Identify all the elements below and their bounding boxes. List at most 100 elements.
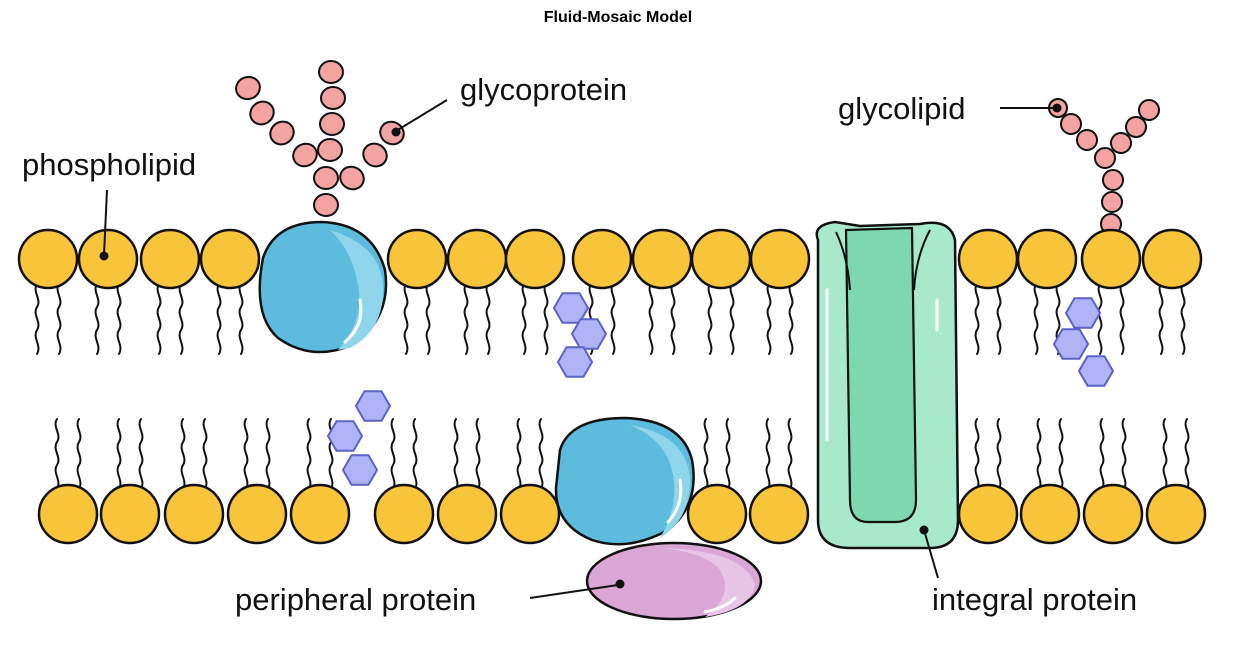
sugar-bead <box>318 60 344 84</box>
sugar-bead <box>1110 132 1132 154</box>
phospholipid-head-inner <box>37 483 99 545</box>
fatty-acid-tail <box>1036 418 1042 490</box>
sugar-bead <box>249 100 275 126</box>
fatty-acid-tail <box>1162 418 1168 490</box>
fatty-acid-tail <box>1184 418 1190 490</box>
phospholipid-head-inner <box>686 483 748 545</box>
phospholipid-head-inner <box>436 483 498 545</box>
fatty-acid-tail <box>403 283 409 355</box>
sugar-bead <box>313 193 339 217</box>
fatty-acid-tail <box>1097 283 1103 355</box>
fatty-acid-tail <box>238 283 244 355</box>
fatty-acid-tail <box>202 418 208 490</box>
fatty-acid-tail <box>996 283 1002 355</box>
sugar-bead <box>1094 147 1116 169</box>
phospholipid-head-outer <box>386 228 448 290</box>
phospholipid-head-outer <box>631 228 693 290</box>
fatty-acid-tail <box>996 418 1002 490</box>
fatty-acid-tail <box>788 283 794 355</box>
glycoprotein-carbohydrate-chain <box>235 60 405 217</box>
sugar-bead <box>339 165 365 191</box>
sugar-bead <box>269 120 295 146</box>
phospholipid-head-outer <box>504 228 566 290</box>
fatty-acid-tail <box>1099 418 1105 490</box>
phospholipid-head-inner <box>289 483 351 545</box>
fatty-acid-tail <box>974 283 980 355</box>
sugar-bead <box>1101 191 1123 213</box>
fatty-acid-tail <box>538 418 544 490</box>
phospholipid-head-inner <box>1082 483 1144 545</box>
label-phospholipid: phospholipid <box>22 147 196 182</box>
phospholipid-head-inner <box>226 483 288 545</box>
phospholipid-head-inner <box>163 483 225 545</box>
fatty-acid-tail <box>543 283 549 355</box>
cholesterol-upper-right <box>1053 297 1114 387</box>
peripheral-protein <box>585 541 763 621</box>
label-glycoprotein: glycoprotein <box>460 72 627 107</box>
phospholipid-head-inner <box>1019 483 1081 545</box>
phospholipid-head-outer <box>199 228 261 290</box>
fatty-acid-tail <box>1121 418 1127 490</box>
label-glycolipid: glycolipid <box>838 91 966 126</box>
fatty-acid-tail <box>1180 283 1186 355</box>
phospholipid-head-outer <box>77 228 139 290</box>
sugar-bead <box>1102 169 1124 191</box>
phospholipid-head-inner <box>499 483 561 545</box>
cholesterol-upper-middle <box>553 292 607 378</box>
sugar-bead <box>317 138 343 162</box>
fatty-acid-tail <box>116 418 122 490</box>
sugar-bead <box>292 142 318 168</box>
fatty-acid-tail <box>425 283 431 355</box>
fatty-acid-tail <box>453 418 459 490</box>
sugar-bead <box>1138 99 1160 121</box>
fatty-acid-tail <box>725 418 731 490</box>
fatty-acid-tail <box>485 283 491 355</box>
fatty-acid-tail <box>34 283 40 355</box>
phospholipid-head-outer <box>1080 228 1142 290</box>
fatty-acid-tail <box>56 283 62 355</box>
fatty-acid-tail <box>610 283 616 355</box>
fatty-acid-tail <box>1158 283 1164 355</box>
phospholipid-head-inner <box>373 483 435 545</box>
sugar-bead <box>1076 129 1098 151</box>
fatty-acid-tail <box>243 418 249 490</box>
fatty-acid-tail <box>463 283 469 355</box>
sugar-bead <box>1125 116 1147 138</box>
fatty-acid-tail <box>670 283 676 355</box>
phospholipid-head-outer <box>139 228 201 290</box>
fatty-acid-tail <box>648 283 654 355</box>
cholesterol-lower-left <box>327 390 391 486</box>
phospholipid-head-inner <box>957 483 1019 545</box>
fatty-acid-tail <box>94 283 100 355</box>
label-peripheral-protein: peripheral protein <box>235 582 476 617</box>
fatty-acid-tail <box>703 418 709 490</box>
phospholipid-head-outer <box>446 228 508 290</box>
fatty-acid-tail <box>265 418 271 490</box>
fatty-acid-tail <box>1033 283 1039 355</box>
phospholipid-head-outer <box>1016 228 1078 290</box>
fatty-acid-tail <box>1119 283 1125 355</box>
glycolipid-carbohydrate-chain <box>1048 98 1160 235</box>
phospholipid-head-outer <box>957 228 1019 290</box>
fatty-acid-tail <box>156 283 162 355</box>
fatty-acid-tail <box>180 418 186 490</box>
fatty-acid-tail <box>306 418 312 490</box>
fatty-acid-tail <box>116 283 122 355</box>
fatty-acid-tail <box>1058 418 1064 490</box>
fatty-acid-tail <box>138 418 144 490</box>
fatty-acid-tail <box>729 283 735 355</box>
fatty-acid-tail <box>787 418 793 490</box>
phospholipid-head-inner <box>748 483 810 545</box>
fatty-acid-tail <box>76 418 82 490</box>
lower-globular-protein <box>554 416 695 546</box>
phospholipid-head-inner <box>99 483 161 545</box>
fatty-acid-tail <box>765 418 771 490</box>
fatty-acid-tail <box>390 418 396 490</box>
fatty-acid-tail <box>974 418 980 490</box>
fatty-acid-tail <box>216 283 222 355</box>
fatty-acid-tail <box>521 283 527 355</box>
fatty-acid-tail <box>516 418 522 490</box>
sugar-bead <box>362 142 388 168</box>
phospholipid-head-outer <box>749 228 811 290</box>
